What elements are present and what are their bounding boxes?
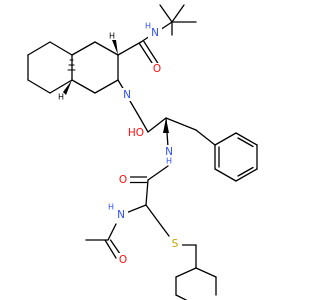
atom-oxygen-top: O — [153, 63, 161, 75]
atom-oxygen-middle: O — [119, 174, 127, 186]
molecule-structure-diagram: N H O N HO N H O N H O S H H — [27, 4, 258, 300]
atom-oxygen-acetyl: O — [119, 254, 127, 266]
atom-nitrogen-acetyl: N — [117, 209, 125, 221]
atom-sulfur: S — [172, 238, 179, 250]
stereo-h-top: H — [109, 32, 115, 41]
atom-h-nitrogen-acetyl: H — [108, 203, 114, 212]
stereo-h-bottom: H — [58, 93, 64, 102]
atom-h-nitrogen-top: H — [145, 22, 151, 31]
bond-layer — [27, 4, 258, 300]
atom-nitrogen-middle: N — [165, 146, 173, 158]
atom-h-nitrogen-middle: H — [166, 157, 172, 166]
atom-hydroxyl: HO — [128, 127, 144, 139]
atom-ring-nitrogen: N — [123, 89, 131, 101]
atom-nitrogen-top: N — [151, 27, 159, 39]
stereo-bond-layer — [63, 40, 169, 133]
atom-label-layer: N H O N HO N H O N H O S H H — [58, 22, 182, 266]
